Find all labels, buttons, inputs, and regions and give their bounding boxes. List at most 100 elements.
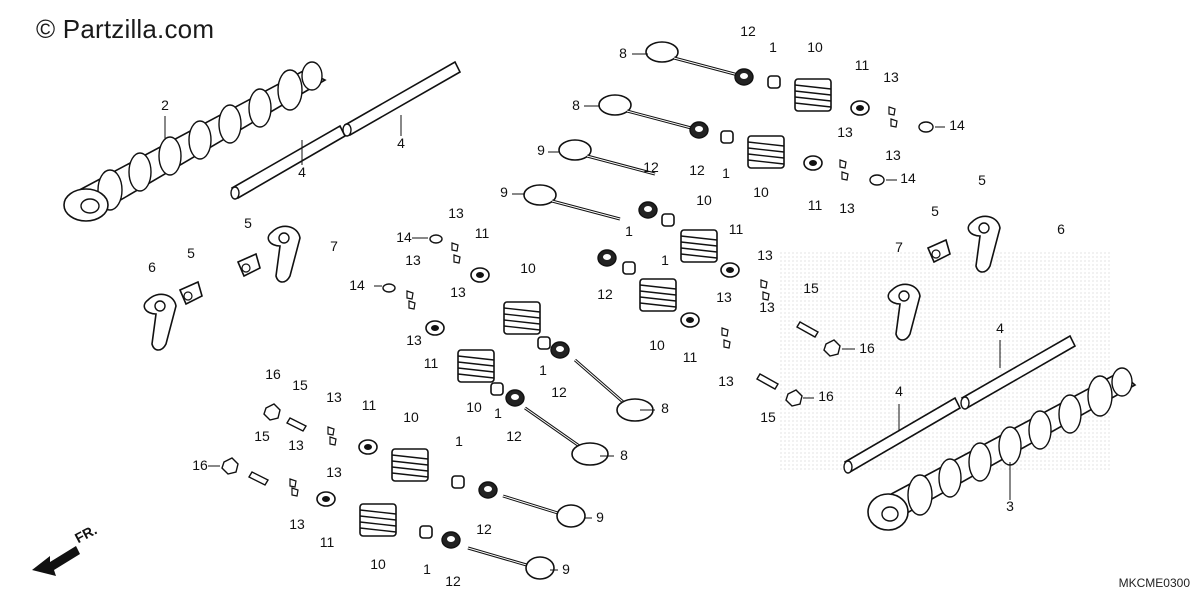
callout-c2: 2 — [161, 97, 169, 113]
diagram-code: MKCME0300 — [1118, 576, 1190, 590]
callout-c13b: 13 — [405, 252, 421, 268]
callout-c13l: 13 — [718, 373, 734, 389]
lifter-1-a — [767, 75, 781, 89]
cotter-13-i — [760, 279, 768, 289]
callout-c4d: 4 — [895, 383, 903, 399]
callout-c10b: 10 — [466, 399, 482, 415]
valve-8-top — [644, 40, 744, 78]
callout-c12g: 12 — [476, 521, 492, 537]
valve-8-lower-a — [574, 358, 654, 422]
spring-10-e — [503, 301, 541, 335]
cotter-13-k — [721, 327, 729, 337]
lifter-1-e — [537, 336, 551, 350]
retainer-11-g — [358, 439, 378, 455]
rocker-arm-6-left — [143, 293, 177, 351]
callout-c9b: 9 — [500, 184, 508, 200]
callout-c12e: 12 — [643, 159, 659, 175]
callout-c10g: 10 — [403, 409, 419, 425]
callout-c13m: 13 — [326, 389, 342, 405]
callout-c1b: 1 — [494, 405, 502, 421]
callout-c15a: 15 — [803, 280, 819, 296]
valve-9-bottom-a — [502, 494, 586, 528]
valve-9-lower — [522, 183, 622, 221]
rocker-5-left-upper — [237, 253, 261, 277]
callout-c5d: 5 — [931, 203, 939, 219]
callout-c10a: 10 — [520, 260, 536, 276]
callout-c14b: 14 — [349, 277, 365, 293]
retainer-11-f — [425, 320, 445, 336]
callout-c5c: 5 — [978, 172, 986, 188]
callout-c12f: 12 — [597, 286, 613, 302]
rocker-5-left-lower — [179, 281, 203, 305]
callout-c9a: 9 — [537, 142, 545, 158]
seal-12-b — [689, 121, 709, 139]
callout-c14d: 14 — [900, 170, 916, 186]
callout-c13g: 13 — [837, 124, 853, 140]
seal-12-a — [734, 68, 754, 86]
camshaft-right — [867, 367, 1137, 531]
callout-c7a: 7 — [330, 238, 338, 254]
cotter-13-f — [453, 254, 461, 264]
seal-12-f — [505, 389, 525, 407]
callout-c11h: 11 — [320, 534, 335, 550]
retainer-11-h — [316, 491, 336, 507]
lifter-1-c — [661, 213, 675, 227]
retainer-11-c — [720, 262, 740, 278]
callout-c13c: 13 — [450, 284, 466, 300]
lifter-1-f — [490, 382, 504, 396]
callout-c12c: 12 — [740, 23, 756, 39]
callout-c5b: 5 — [187, 245, 195, 261]
callout-c15c: 15 — [292, 377, 308, 393]
cotter-13-e — [451, 242, 459, 252]
watermark-text: © Partzilla.com — [36, 14, 215, 44]
callout-c11e: 11 — [729, 221, 744, 237]
seal-12-g — [478, 481, 498, 499]
callout-c16b: 16 — [818, 388, 834, 404]
callout-c9c: 9 — [596, 509, 604, 525]
callout-c4b: 4 — [298, 164, 306, 180]
callout-c14c: 14 — [949, 117, 965, 133]
cotter-13-m — [327, 426, 335, 436]
callout-c4c: 4 — [996, 320, 1004, 336]
cotter-13-a — [888, 106, 896, 116]
callout-c1c: 1 — [769, 39, 777, 55]
callout-c7b: 7 — [895, 239, 903, 255]
nut-16-a — [823, 339, 841, 357]
callout-c9d: 9 — [562, 561, 570, 577]
callout-c11f: 11 — [683, 349, 698, 365]
callout-c1g: 1 — [455, 433, 463, 449]
callout-c11g: 11 — [362, 397, 377, 413]
seal-12-e — [550, 341, 570, 359]
callout-c10d: 10 — [753, 184, 769, 200]
lifter-1-h — [419, 525, 433, 539]
cap-14-d — [382, 283, 396, 293]
cotter-13-b — [890, 118, 898, 128]
callout-c11c: 11 — [855, 57, 870, 73]
valve-9-upper — [557, 138, 657, 176]
callout-c1d: 1 — [722, 165, 730, 181]
callout-c12h: 12 — [445, 573, 461, 589]
callout-c11a: 11 — [475, 225, 490, 241]
callout-c15b: 15 — [760, 409, 776, 425]
cap-14-a — [918, 121, 934, 133]
callout-c8b: 8 — [620, 447, 628, 463]
callout-c14a: 14 — [396, 229, 412, 245]
spring-10-h — [359, 503, 397, 537]
callout-c11b: 11 — [424, 355, 439, 371]
pin-15-c — [286, 417, 307, 432]
rocker-arm-7-left — [267, 225, 301, 283]
spring-10-c — [680, 229, 718, 263]
cotter-13-p — [291, 487, 299, 497]
callout-c6b: 6 — [1057, 221, 1065, 237]
cap-14-c — [429, 234, 443, 244]
seal-12-d — [597, 249, 617, 267]
retainer-11-d — [680, 312, 700, 328]
callout-c8a: 8 — [661, 400, 669, 416]
callout-c12d: 12 — [689, 162, 705, 178]
callout-c11d: 11 — [808, 197, 823, 213]
callout-c13h: 13 — [839, 200, 855, 216]
callout-c13o: 13 — [326, 464, 342, 480]
lifter-1-g — [451, 475, 465, 489]
